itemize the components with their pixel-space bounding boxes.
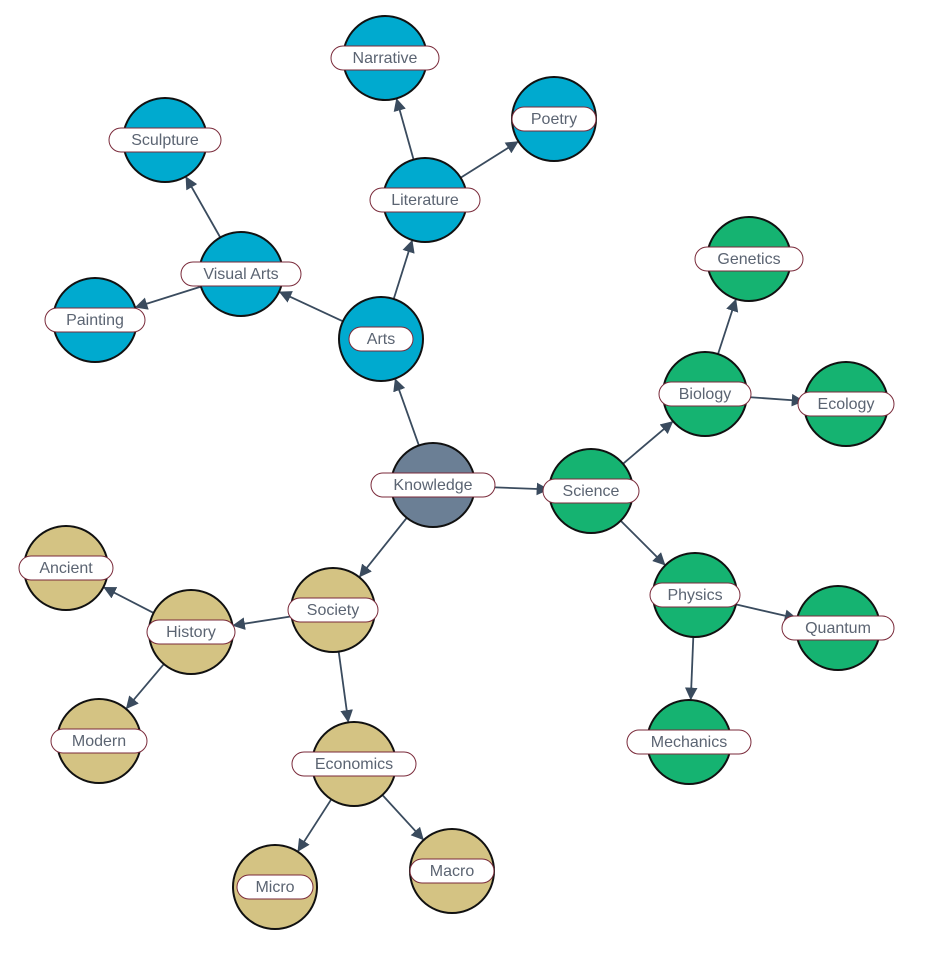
- node-label: Visual Arts: [203, 266, 278, 283]
- node-painting[interactable]: Painting: [44, 277, 146, 363]
- node-label-pill: [626, 729, 752, 755]
- node-label: Micro: [255, 879, 294, 896]
- edge-physics-to-quantum: [735, 603, 798, 622]
- edge-science-to-biology: [622, 421, 674, 465]
- node-biology[interactable]: Biology: [658, 351, 752, 437]
- nodes-layer: Knowledge Arts Visual Arts Literature Sculpt…: [18, 15, 895, 930]
- node-label: Quantum: [805, 620, 871, 637]
- node-label-pill: [236, 874, 314, 900]
- node-ecology[interactable]: Ecology: [797, 361, 895, 447]
- node-label-pill: [330, 45, 440, 71]
- edge-society-to-history: [232, 615, 292, 630]
- node-label-pill: [542, 478, 640, 504]
- edge-knowledge-to-arts: [393, 378, 420, 446]
- node-genetics[interactable]: Genetics: [694, 216, 804, 302]
- node-label: Sculpture: [131, 132, 199, 149]
- node-poetry[interactable]: Poetry: [511, 76, 597, 162]
- node-label: Society: [307, 602, 359, 619]
- edge-arts-to-literature: [392, 239, 415, 300]
- edge-biology-to-ecology: [746, 393, 805, 407]
- node-label: Arts: [367, 331, 395, 348]
- node-label: Poetry: [531, 111, 577, 128]
- edge-literature-to-poetry: [460, 141, 519, 179]
- node-label: Mechanics: [651, 734, 727, 751]
- node-label-pill: [409, 858, 495, 884]
- node-ancient[interactable]: Ancient: [18, 525, 114, 611]
- node-label-pill: [18, 555, 114, 581]
- edge-economics-to-macro: [381, 794, 424, 841]
- node-label-pill: [348, 326, 414, 352]
- node-label: Narrative: [353, 50, 418, 67]
- node-physics[interactable]: Physics: [649, 552, 741, 638]
- node-society[interactable]: Society: [287, 567, 379, 653]
- node-label: Painting: [66, 312, 124, 329]
- node-modern[interactable]: Modern: [50, 698, 148, 784]
- node-economics[interactable]: Economics: [291, 721, 417, 807]
- node-label-pill: [658, 381, 752, 407]
- edge-economics-to-micro: [297, 798, 333, 852]
- node-science[interactable]: Science: [542, 448, 640, 534]
- node-label-pill: [291, 751, 417, 777]
- node-label-pill: [44, 307, 146, 333]
- node-macro[interactable]: Macro: [409, 828, 495, 914]
- node-history[interactable]: History: [146, 589, 236, 675]
- edges-layer: [103, 98, 805, 852]
- edge-history-to-modern: [125, 663, 165, 710]
- node-label-pill: [694, 246, 804, 272]
- node-mechanics[interactable]: Mechanics: [626, 699, 752, 785]
- node-label-pill: [781, 615, 895, 641]
- node-visual-arts[interactable]: Visual Arts: [180, 231, 302, 317]
- edge-literature-to-narrative: [393, 98, 415, 160]
- node-arts[interactable]: Arts: [338, 296, 424, 382]
- node-label: Modern: [72, 733, 126, 750]
- node-label: Macro: [430, 863, 475, 880]
- node-label-pill: [287, 597, 379, 623]
- node-label-pill: [108, 127, 222, 153]
- node-label: Genetics: [717, 251, 780, 268]
- node-knowledge[interactable]: Knowledge: [370, 442, 496, 528]
- edge-visual_arts-to-painting: [134, 285, 202, 310]
- edge-society-to-economics: [337, 651, 353, 723]
- edge-visual_arts-to-sculpture: [185, 176, 222, 238]
- edge-biology-to-genetics: [717, 298, 739, 355]
- edge-science-to-physics: [620, 520, 666, 566]
- node-label: Science: [563, 483, 620, 500]
- node-label: Ecology: [818, 396, 875, 413]
- node-label-pill: [797, 391, 895, 417]
- node-label: History: [166, 624, 216, 641]
- edge-history-to-ancient: [103, 586, 155, 614]
- node-literature[interactable]: Literature: [369, 157, 481, 243]
- node-micro[interactable]: Micro: [232, 844, 318, 930]
- edge-physics-to-mechanics: [684, 636, 698, 701]
- node-label: Biology: [679, 386, 731, 403]
- node-label: Knowledge: [393, 477, 472, 494]
- node-label: Economics: [315, 756, 393, 773]
- node-sculpture[interactable]: Sculpture: [108, 97, 222, 183]
- node-label-pill: [369, 187, 481, 213]
- node-label-pill: [180, 261, 302, 287]
- node-label-pill: [511, 106, 597, 132]
- node-label: Physics: [667, 587, 722, 604]
- node-label-pill: [146, 619, 236, 645]
- edge-arts-to-visual_arts: [278, 291, 344, 323]
- node-label-pill: [50, 728, 148, 754]
- node-label-pill: [370, 472, 496, 498]
- node-label: Ancient: [39, 560, 93, 577]
- edge-knowledge-to-society: [359, 517, 408, 578]
- node-label: Literature: [391, 192, 459, 209]
- node-narrative[interactable]: Narrative: [330, 15, 440, 101]
- node-quantum[interactable]: Quantum: [781, 585, 895, 671]
- node-label-pill: [649, 582, 741, 608]
